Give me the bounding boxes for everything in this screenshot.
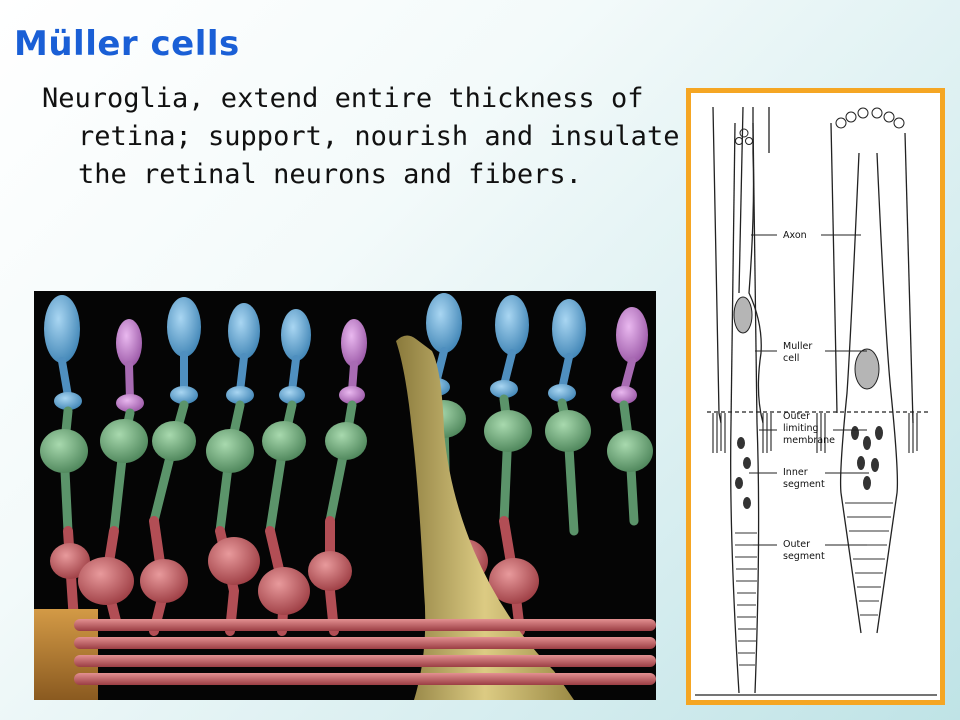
label-inner-segment-2: segment bbox=[783, 479, 825, 490]
photoreceptors bbox=[44, 293, 648, 412]
label-outer-limiting-1: Outer bbox=[783, 411, 810, 422]
nerve-fibers bbox=[34, 609, 656, 700]
label-axon: Axon bbox=[783, 230, 807, 241]
slide-title: Müller cells bbox=[14, 24, 240, 64]
retina-illustration bbox=[34, 291, 656, 700]
label-outer-limiting-2: limiting bbox=[783, 423, 819, 434]
slide-description: Neuroglia, extend entire thickness of re… bbox=[42, 83, 680, 190]
label-muller-cell-2: cell bbox=[783, 353, 799, 364]
bipolar-cells bbox=[40, 392, 653, 536]
label-outer-limiting-3: membrane bbox=[783, 435, 835, 446]
photoreceptor-diagram-graphic: Axon Muller cell Outer limiting membrane… bbox=[695, 106, 937, 696]
retina-illustration-graphic bbox=[34, 293, 656, 700]
muller-cell bbox=[396, 335, 574, 700]
label-muller-cell-1: Muller bbox=[783, 341, 812, 352]
label-inner-segment-1: Inner bbox=[783, 467, 808, 478]
label-outer-segment-2: segment bbox=[783, 551, 825, 562]
photoreceptor-diagram: Axon Muller cell Outer limiting membrane… bbox=[686, 88, 945, 705]
label-outer-segment-1: Outer bbox=[783, 539, 810, 550]
